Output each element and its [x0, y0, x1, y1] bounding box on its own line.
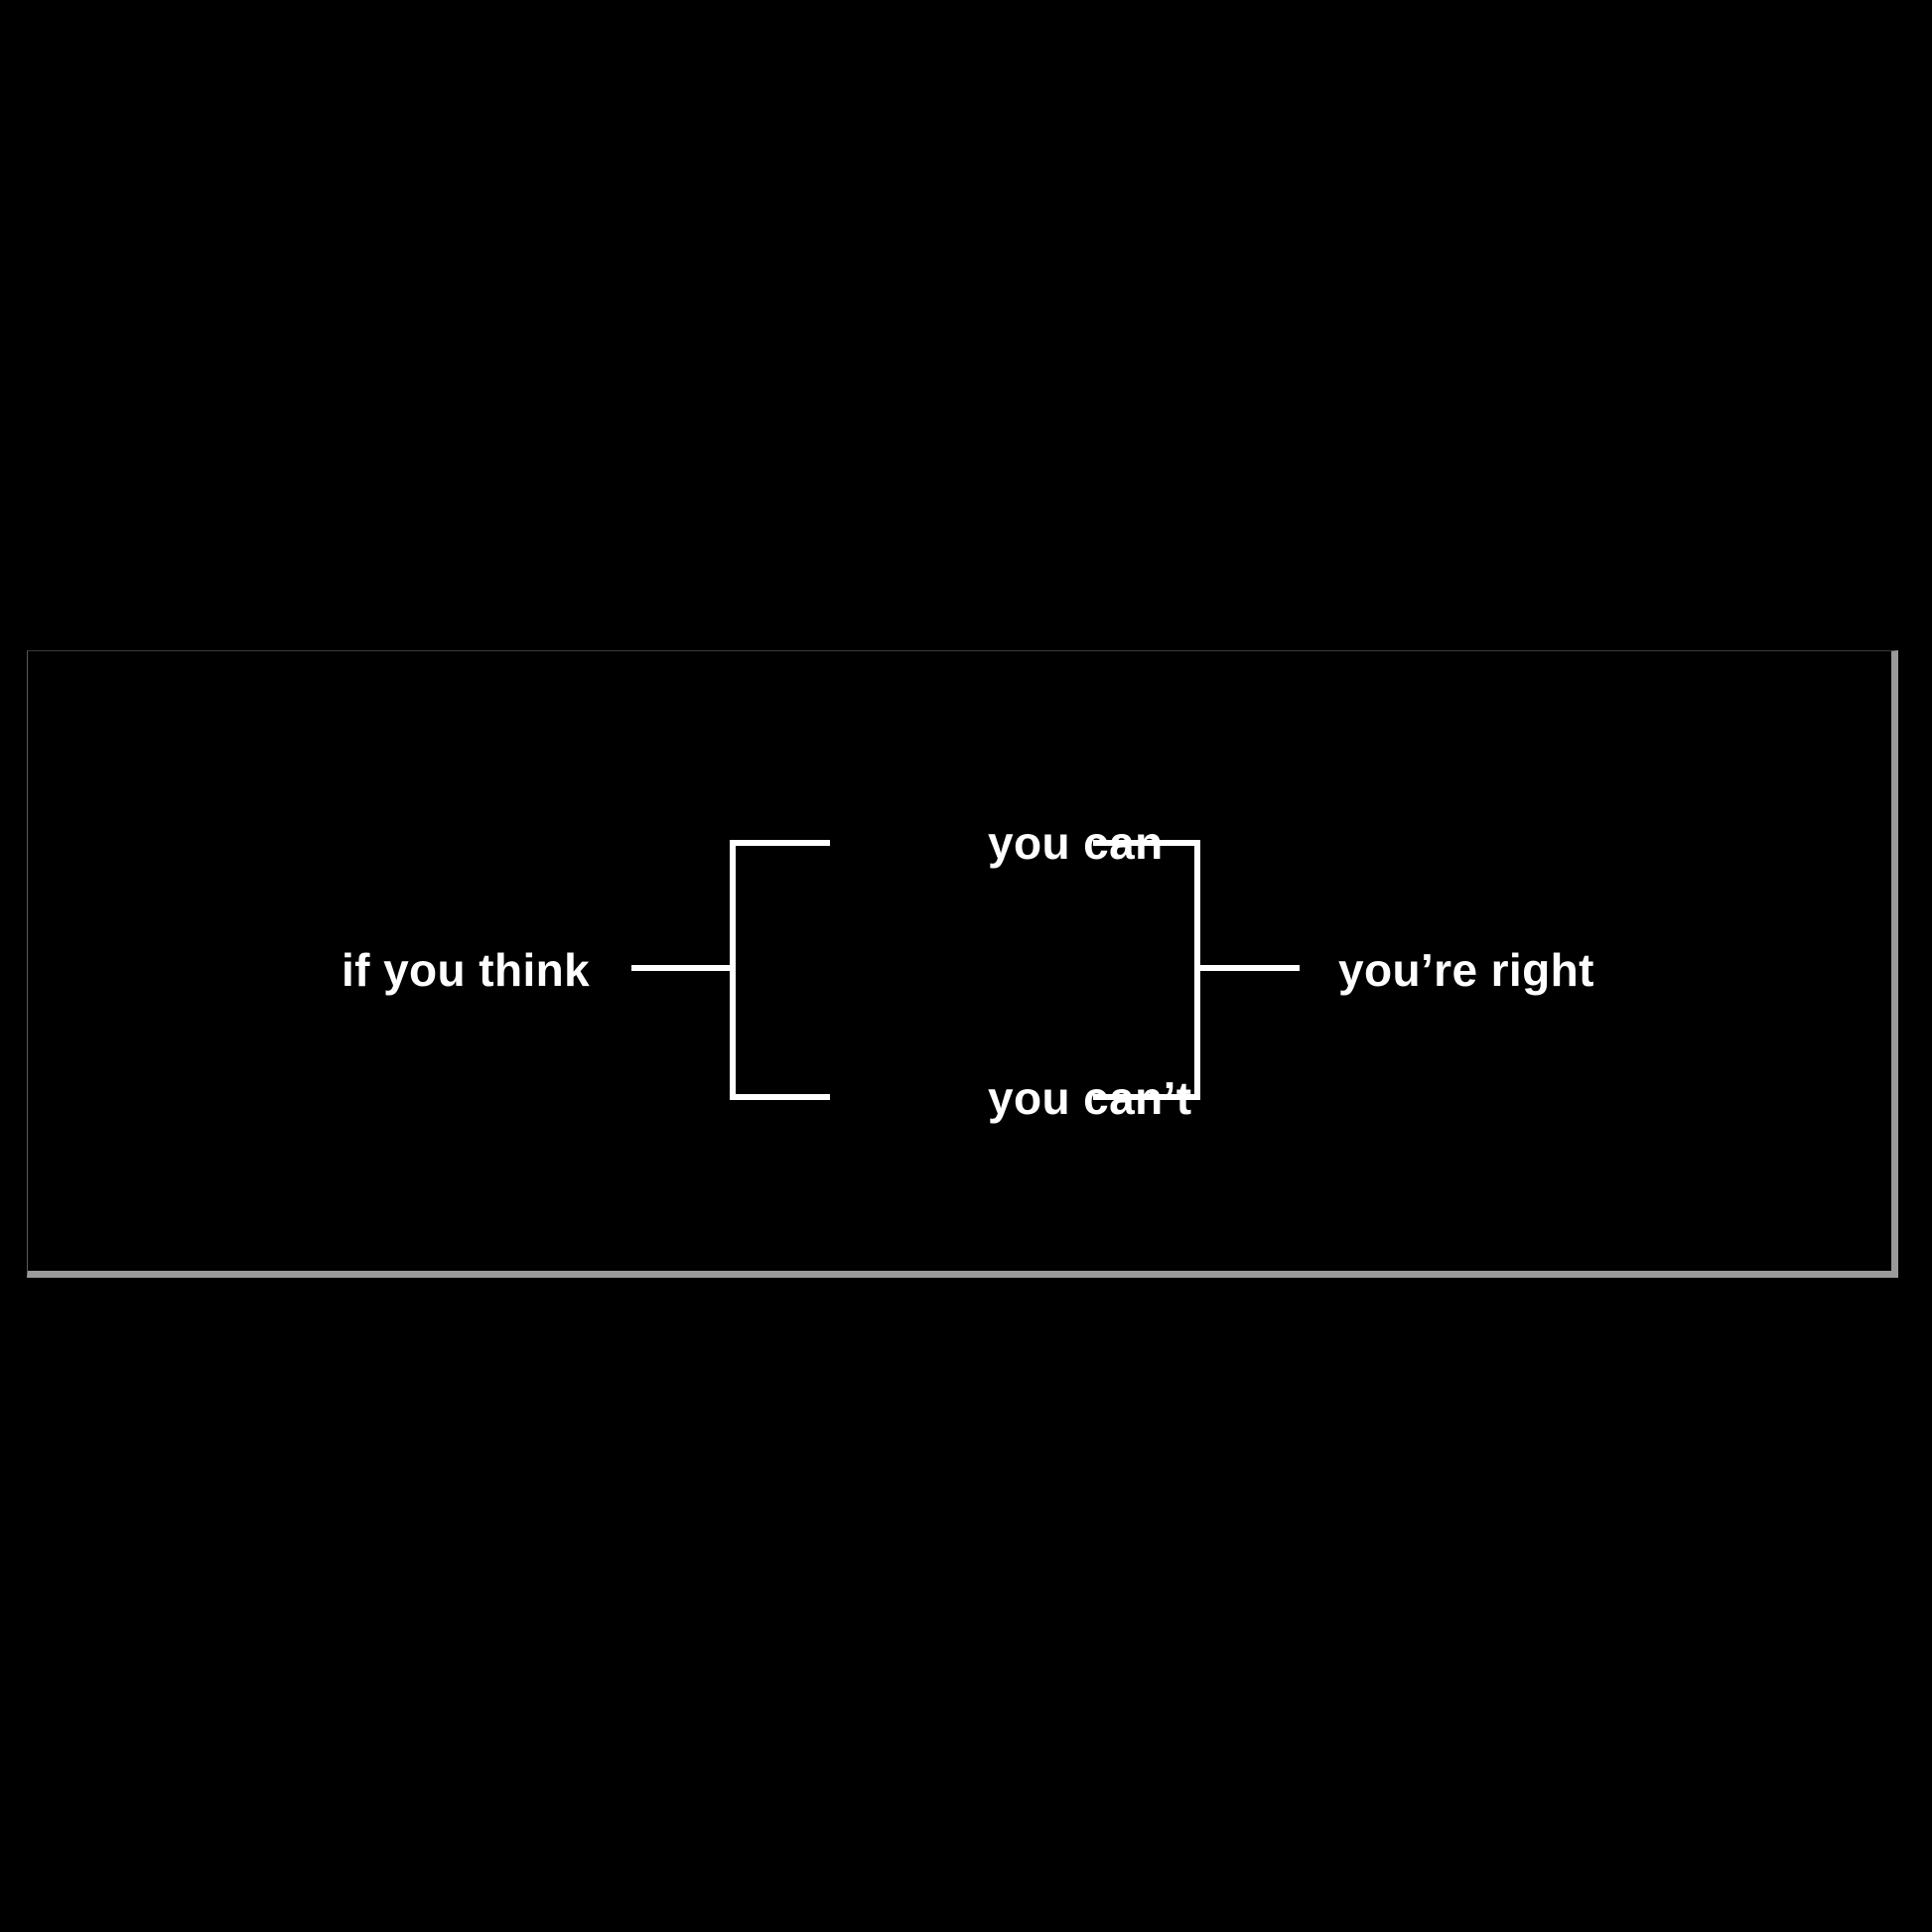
connector-line-right: [1197, 965, 1300, 971]
bracket-diagram: if you think you can you can’t you’re ri…: [28, 651, 1891, 1271]
bracket-left-top-arm: [730, 840, 830, 846]
poster-panel: if you think you can you can’t you’re ri…: [27, 650, 1898, 1278]
connector-line-left: [631, 965, 734, 971]
bracket-right-top-arm: [1093, 840, 1200, 846]
input-label-if-you-think: if you think: [342, 944, 591, 996]
bracket-left-bottom-arm: [730, 1094, 830, 1100]
bracket-left-spine: [730, 840, 736, 1100]
output-label-youre-right: you’re right: [1338, 944, 1594, 996]
bracket-right-bottom-arm: [1093, 1094, 1200, 1100]
